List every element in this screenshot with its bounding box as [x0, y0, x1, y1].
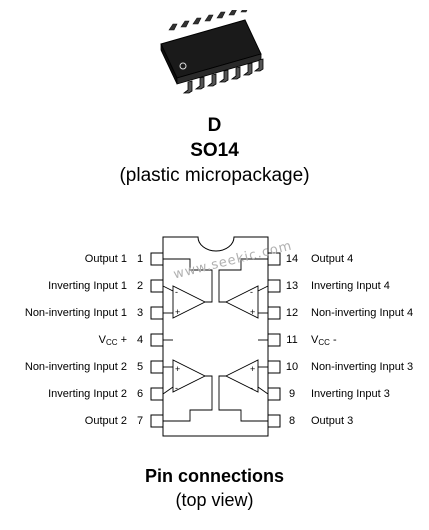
pin-label-11: VCC -: [311, 334, 337, 349]
pin-label-12: Non-inverting Input 4: [311, 307, 414, 319]
pin-label-2: Inverting Input 1: [48, 280, 127, 292]
amp-2-minus-sign: -: [175, 383, 178, 393]
pin-label-7: Output 2: [84, 415, 127, 427]
pin-number-5: 5: [136, 361, 144, 373]
vcc-plus: +: [120, 334, 127, 346]
pin-label-9: Inverting Input 3: [311, 388, 390, 400]
pin-stub-6: [150, 387, 164, 401]
pin-label-13: Inverting Input 4: [311, 280, 390, 292]
pin-number-7: 7: [136, 415, 144, 427]
amp-3-minus-sign: -: [250, 383, 253, 393]
pin-stub-9: [267, 387, 281, 401]
amp-2-triangle: [172, 359, 207, 393]
vcc-base: V: [98, 334, 106, 346]
pin-stub-1: [150, 252, 164, 266]
pin-stub-7: [150, 414, 164, 428]
package-name: SO14: [190, 140, 239, 161]
so14-package-drawing: [160, 10, 264, 94]
amp-1-plus-sign: +: [175, 307, 180, 317]
vcc-minus: -: [332, 334, 337, 346]
pin-stub-8: [267, 414, 281, 428]
pin-stub-4: [150, 333, 164, 347]
pin-number-8: 8: [288, 415, 296, 427]
amp-1-minus-sign: -: [175, 287, 178, 297]
pin-stub-10: [267, 360, 281, 374]
pin-label-3: Non-inverting Input 1: [24, 307, 127, 319]
pin-stub-12: [267, 306, 281, 320]
pin-label-6: Inverting Input 2: [48, 388, 127, 400]
pin-label-10: Non-inverting Input 3: [311, 361, 414, 373]
pin-number-14: 14: [285, 253, 299, 265]
vcc-sub: CC: [318, 338, 330, 347]
amp-4-plus-sign: +: [250, 307, 255, 317]
vcc-sub: CC: [105, 338, 118, 347]
pin-stub-5: [150, 360, 164, 374]
pin-number-10: 10: [285, 361, 299, 373]
pin-label-14: Output 4: [311, 253, 354, 265]
pin-stub-11: [267, 333, 281, 347]
amp-3-plus-sign: +: [250, 364, 255, 374]
amp-4-minus-sign: -: [250, 287, 253, 297]
package-letter: D: [207, 115, 222, 136]
pin-number-11: 11: [286, 334, 298, 346]
package-description: (plastic micropackage): [119, 165, 310, 186]
pin-label-4: VCC +: [99, 334, 127, 349]
diagram-subtitle: (top view): [175, 490, 254, 510]
pin-number-2: 2: [136, 280, 144, 292]
amp-1-triangle: [172, 285, 207, 319]
ic-body-outline: [162, 236, 269, 437]
pin-label-5: Non-inverting Input 2: [24, 361, 127, 373]
pin-stub-13: [267, 279, 281, 293]
pin-stub-3: [150, 306, 164, 320]
amp-4-triangle: [224, 285, 259, 319]
pin-number-9: 9: [288, 388, 296, 400]
pin-number-12: 12: [285, 307, 299, 319]
pin-label-8: Output 3: [311, 415, 354, 427]
amp-2-plus-sign: +: [175, 364, 180, 374]
pin-label-1: Output 1: [84, 253, 127, 265]
amp-3-triangle: [224, 359, 259, 393]
pin-number-1: 1: [136, 253, 144, 265]
pin-stub-2: [150, 279, 164, 293]
pin-number-3: 3: [136, 307, 144, 319]
pin-number-6: 6: [136, 388, 144, 400]
pin-number-4: 4: [136, 334, 144, 346]
diagram-title: Pin connections: [144, 466, 285, 486]
pin-number-13: 13: [285, 280, 299, 292]
vcc-base: V: [311, 334, 319, 346]
